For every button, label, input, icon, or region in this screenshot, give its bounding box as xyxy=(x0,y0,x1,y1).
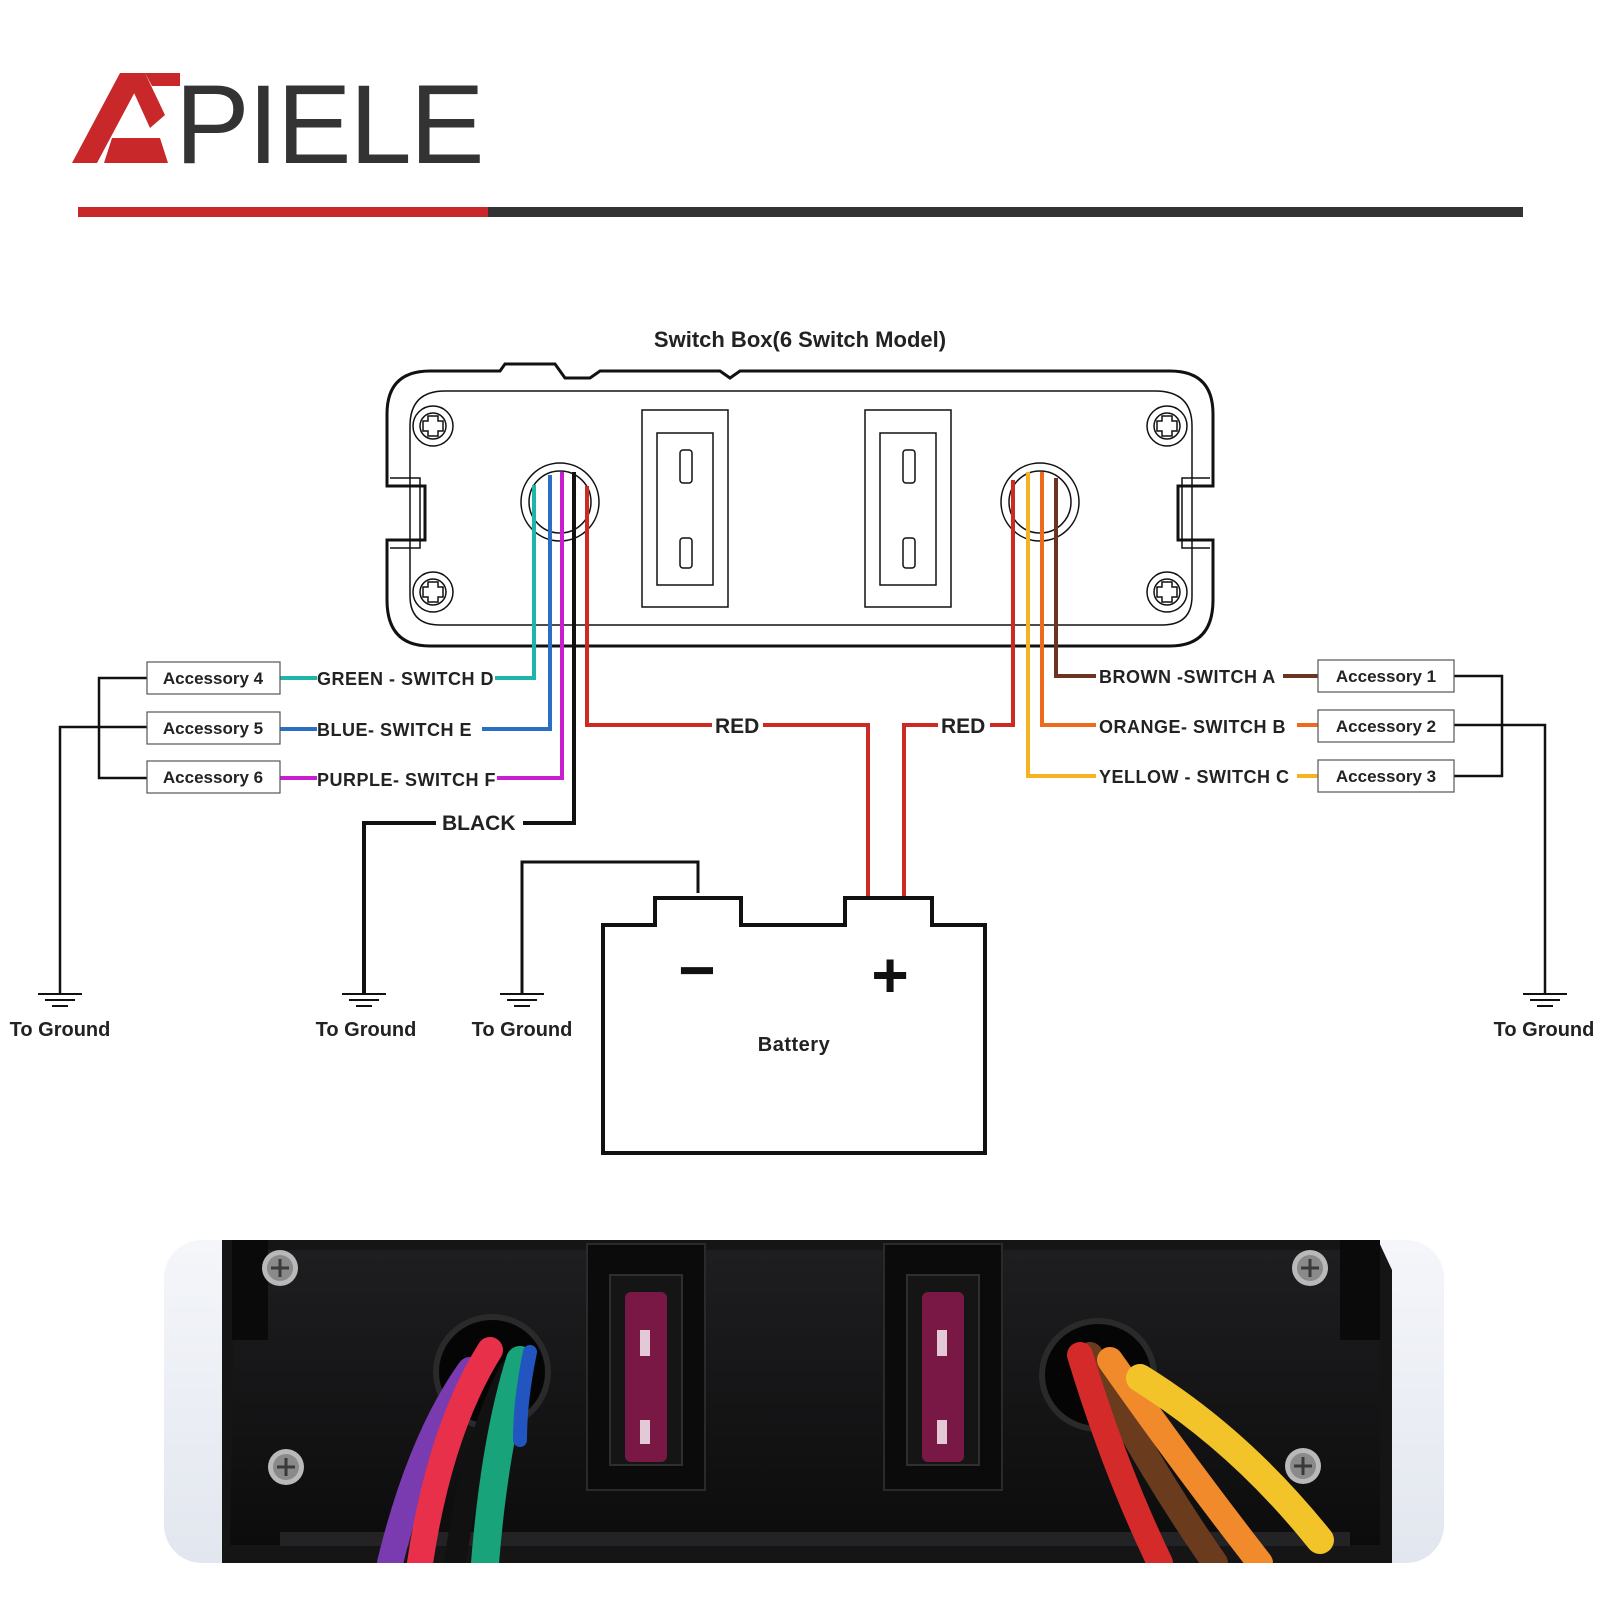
wire-black-ground xyxy=(362,821,436,994)
accessory-label: Accessory 4 xyxy=(163,669,264,688)
wire-purple xyxy=(497,472,564,780)
screw-icon xyxy=(1285,1448,1321,1484)
ground-icon xyxy=(500,993,544,1007)
screw-icon xyxy=(1146,571,1188,613)
brand-name: PIELE xyxy=(175,62,483,187)
ground-icon xyxy=(38,993,82,1007)
header-rule-red xyxy=(78,207,488,217)
accessory-label: Accessory 1 xyxy=(1336,667,1436,686)
battery-icon: − + Battery xyxy=(601,896,987,1155)
fuse-slot-icon xyxy=(641,409,729,608)
screw-icon xyxy=(262,1250,298,1286)
accessory-box: Accessory 2 xyxy=(1317,709,1455,743)
ground-bus-left-main xyxy=(58,725,147,994)
ground-label: To Ground xyxy=(316,1019,417,1041)
screw-icon xyxy=(412,405,454,447)
wire-blue xyxy=(482,475,552,731)
wire-red-left-battery xyxy=(763,723,870,898)
wire-red-left xyxy=(585,486,712,727)
screw-icon xyxy=(1146,405,1188,447)
fuse-slot-icon xyxy=(864,409,952,608)
wire-green xyxy=(495,485,536,680)
fuse-icon xyxy=(586,1243,706,1491)
wire-red-right xyxy=(990,480,1015,727)
ground-icon xyxy=(342,993,386,1007)
wire-battery-negative xyxy=(520,860,700,994)
wire-label-purple: PURPLE- SWITCH F xyxy=(317,770,496,790)
battery-negative-symbol: − xyxy=(678,934,715,1006)
ground-icon xyxy=(1523,993,1567,1007)
screw-icon xyxy=(268,1449,304,1485)
accessory-box: Accessory 4 xyxy=(146,661,281,695)
ground-label: To Ground xyxy=(1494,1019,1595,1041)
wire-label-green: GREEN - SWITCH D xyxy=(317,669,494,689)
header-rule-dark xyxy=(488,207,1523,217)
ground-bus-right-main xyxy=(1454,723,1547,994)
wire-label-red-right: RED xyxy=(941,715,985,738)
wire-label-blue: BLUE- SWITCH E xyxy=(317,720,472,740)
wire-orange xyxy=(1040,472,1096,727)
wire-black xyxy=(523,472,576,825)
wire-label-orange: ORANGE- SWITCH B xyxy=(1099,717,1286,737)
wire-bundle-left xyxy=(377,1337,537,1563)
wire-label-black: BLACK xyxy=(442,812,516,835)
accessory-box: Accessory 1 xyxy=(1317,659,1455,693)
screw-icon xyxy=(1292,1250,1328,1286)
product-photo xyxy=(164,1240,1444,1563)
accessory-box: Accessory 3 xyxy=(1317,759,1455,793)
accessory-label: Accessory 3 xyxy=(1336,767,1436,786)
accessory-label: Accessory 6 xyxy=(163,768,263,787)
battery-label: Battery xyxy=(758,1034,831,1056)
accessory-label: Accessory 2 xyxy=(1336,717,1436,736)
fuse-icon xyxy=(883,1243,1003,1491)
wire-brown xyxy=(1054,478,1096,678)
wire-red-right-battery xyxy=(902,723,938,898)
brand-logo: PIELE xyxy=(72,62,485,187)
switch-box xyxy=(385,362,1215,648)
screw-icon xyxy=(412,571,454,613)
accessory-label: Accessory 5 xyxy=(163,719,263,738)
wire-yellow xyxy=(1026,472,1096,778)
battery-positive-symbol: + xyxy=(871,939,908,1011)
wire-label-yellow: YELLOW - SWITCH C xyxy=(1099,767,1289,787)
diagram-title: Switch Box(6 Switch Model) xyxy=(654,327,946,352)
accessory-box: Accessory 5 xyxy=(146,711,281,745)
ground-label: To Ground xyxy=(10,1019,111,1041)
ground-label: To Ground xyxy=(472,1019,573,1041)
wire-label-brown: BROWN -SWITCH A xyxy=(1099,667,1276,687)
logo-mark-icon xyxy=(72,73,180,163)
wire-bundle-right xyxy=(1067,1342,1334,1563)
wire-label-red-left: RED xyxy=(715,715,759,738)
accessory-box: Accessory 6 xyxy=(146,760,281,794)
